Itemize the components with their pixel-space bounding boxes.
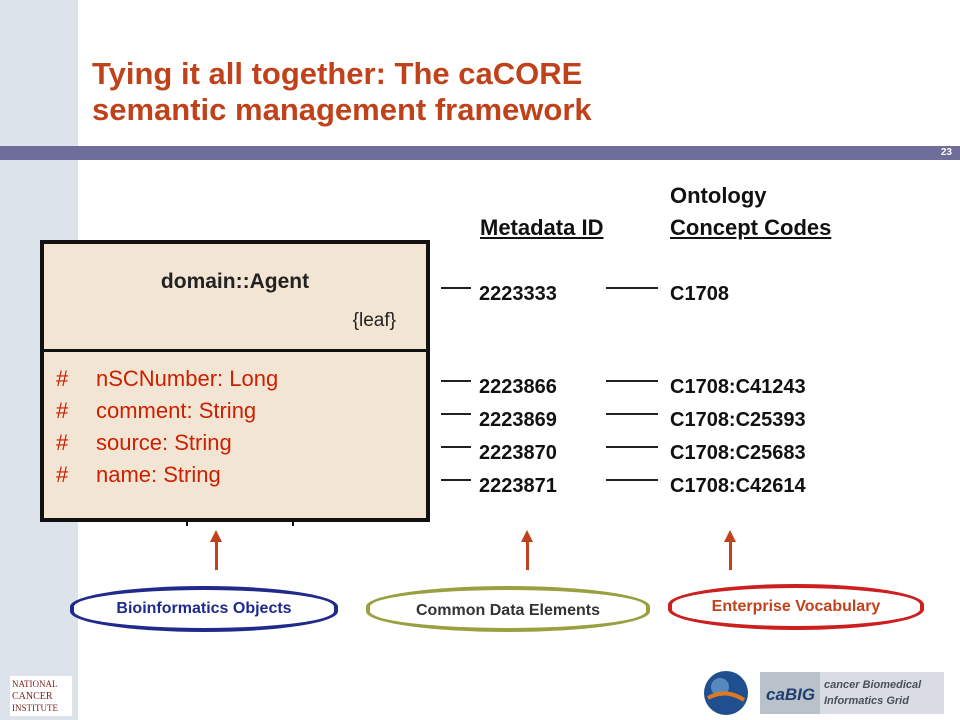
uml-association-stub [186, 518, 188, 526]
enterprise-vocabulary-label: Enterprise Vocabulary [711, 598, 881, 615]
uml-visibility: # [56, 430, 69, 455]
connector-line [606, 413, 658, 415]
uml-visibility: # [56, 462, 69, 487]
nci-logo-line-1: NATIONAL [12, 679, 58, 689]
slide-number: 23 [940, 147, 952, 158]
concept-code: C1708 [670, 283, 729, 305]
uml-association-stub [292, 518, 294, 526]
up-arrow-icon [210, 530, 222, 570]
nci-logo-line-2: CANCER [12, 691, 53, 702]
title-rule-bar [0, 146, 960, 160]
metadata-id: 2223333 [479, 283, 557, 305]
nci-logo-line-3: INSTITUTE [12, 703, 58, 713]
uml-attribute-text: source: String [96, 430, 232, 455]
connector-line [441, 380, 471, 382]
title-line-1: Tying it all together: The caCORE [92, 56, 583, 91]
metadata-id: 2223866 [479, 376, 557, 398]
concept-code: C1708:C41243 [670, 376, 806, 398]
title-line-2: semantic management framework [92, 92, 592, 127]
cabig-line-1: cancer Biomedical [824, 679, 922, 691]
uml-attribute: # nSCNumber: Long [56, 366, 278, 392]
uml-attribute: # name: String [56, 462, 221, 488]
ontology-header-line-2: Concept Codes [670, 215, 832, 240]
common-data-elements-cylinder: Common Data Elements [366, 586, 650, 632]
connector-line [606, 380, 658, 382]
ontology-header: Ontology Concept Codes [670, 180, 831, 244]
cabig-wordmark: caBIG [766, 685, 815, 704]
uml-visibility: # [56, 398, 69, 423]
uml-visibility: # [56, 366, 69, 391]
cabig-logo: caBIG cancer Biomedical Informatics Grid [704, 671, 944, 715]
common-data-elements-label: Common Data Elements [415, 602, 601, 619]
bioinformatics-objects-label: Bioinformatics Objects [116, 600, 292, 617]
metadata-id: 2223870 [479, 442, 557, 464]
metadata-id: 2223871 [479, 475, 557, 497]
up-arrow-icon [521, 530, 533, 570]
slide-title: Tying it all together: The caCORE semant… [92, 56, 932, 128]
cabig-line-2: Informatics Grid [824, 695, 909, 707]
up-arrow-icon [724, 530, 736, 570]
connector-line [606, 287, 658, 289]
connector-line [441, 413, 471, 415]
concept-code: C1708:C25393 [670, 409, 806, 431]
uml-class-name: domain::Agent [160, 270, 310, 293]
uml-attribute: # source: String [56, 430, 232, 456]
connector-line [441, 479, 471, 481]
uml-attribute: # comment: String [56, 398, 256, 424]
bioinformatics-objects-cylinder: Bioinformatics Objects [70, 586, 338, 632]
connector-line [606, 446, 658, 448]
uml-stereotype: {leaf} [352, 310, 396, 331]
uml-attribute-text: comment: String [96, 398, 257, 423]
uml-attribute-text: nSCNumber: Long [96, 366, 279, 391]
concept-code: C1708:C25683 [670, 442, 806, 464]
connector-line [441, 287, 471, 289]
ontology-header-line-1: Ontology [670, 183, 767, 208]
nci-logo: NATIONAL CANCER INSTITUTE [10, 676, 72, 716]
connector-line [441, 446, 471, 448]
concept-code: C1708:C42614 [670, 475, 806, 497]
uml-divider [44, 349, 426, 352]
metadata-id-header: Metadata ID [480, 215, 604, 240]
uml-class-box: domain::Agent {leaf} #nSCNumber: Long #c… [44, 244, 426, 518]
connector-line [606, 479, 658, 481]
enterprise-vocabulary-cylinder: Enterprise Vocabulary [668, 584, 924, 630]
metadata-id: 2223869 [479, 409, 557, 431]
uml-attribute-text: name: String [96, 462, 221, 487]
